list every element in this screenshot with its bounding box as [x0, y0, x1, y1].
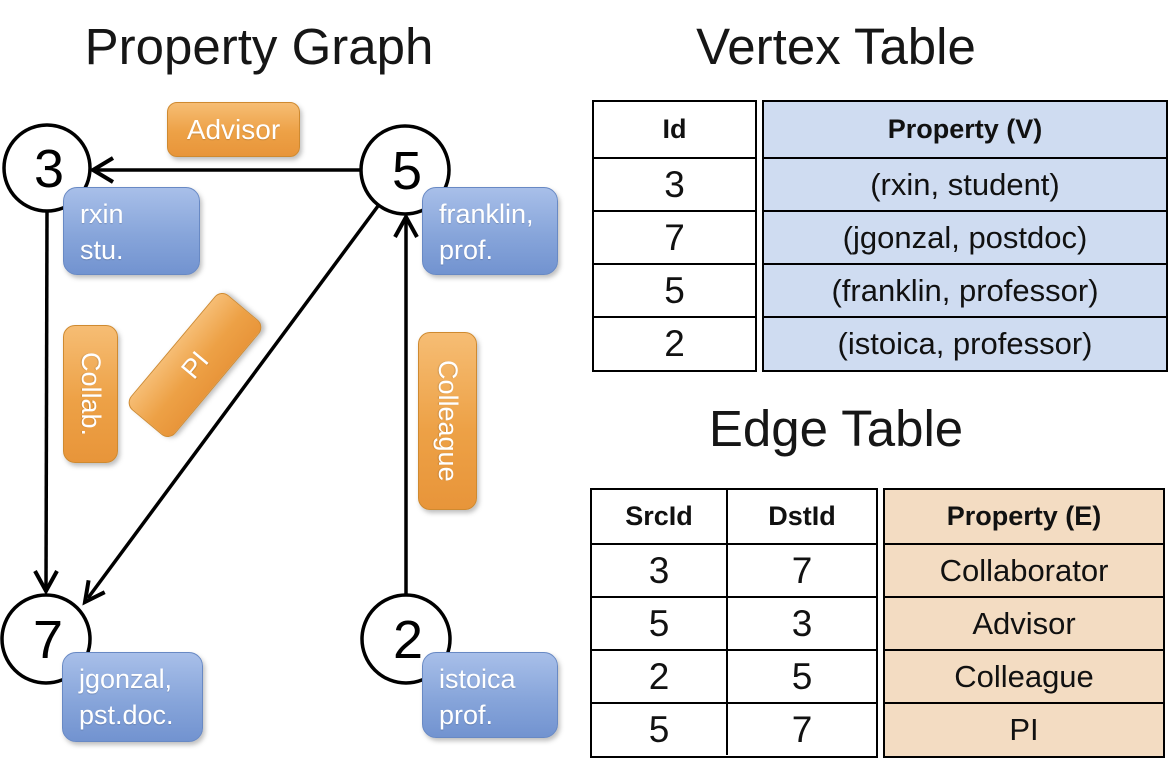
edge-table-cell-src: 2	[592, 649, 726, 702]
edge-table-cell-property: Collaborator	[885, 543, 1163, 596]
edge-table-cell-src: 5	[592, 596, 726, 649]
arrowhead-into-5-bottom	[393, 212, 419, 238]
vertex-label-line: istoica	[439, 664, 516, 694]
vertex-id-5: 5	[392, 141, 422, 201]
vertex-label-line: rxin	[80, 199, 124, 229]
vertex-table-id-column: Id 3 7 5 2	[592, 100, 757, 372]
edge-label-collab: Collab.	[63, 325, 118, 463]
vertex-table-cell-property: (rxin, student)	[764, 157, 1166, 210]
vertex-table-cell-property: (istoica, professor)	[764, 316, 1166, 369]
edge-label-colleague: Colleague	[418, 332, 477, 510]
edge-table-cell-property: PI	[885, 702, 1163, 755]
edge-label-advisor: Advisor	[167, 102, 300, 157]
edge-table-header-src: SrcId	[625, 501, 693, 531]
vertex-table-header-property: Property (V)	[764, 102, 1166, 157]
vertex-table-property-column: Property (V) (rxin, student) (jgonzal, p…	[762, 100, 1168, 372]
vertex-label-jgonzal: jgonzal, pst.doc.	[62, 652, 203, 742]
edge-table-title: Edge Table	[708, 400, 964, 457]
vertex-table-header-id: Id	[662, 114, 687, 144]
vertex-table-cell-id: 5	[594, 263, 755, 316]
vertex-label-line: prof.	[439, 699, 494, 730]
edge-table-cell-property: Colleague	[885, 649, 1163, 702]
edge-table-cell-src: 3	[592, 543, 726, 596]
vertex-id-7: 7	[33, 610, 63, 670]
property-graph-title: Property Graph	[84, 18, 434, 75]
edge-table-property-column: Property (E) Collaborator Advisor Collea…	[883, 488, 1165, 758]
vertex-label-istoica: istoica prof.	[422, 652, 558, 738]
vertex-table-cell-id: 3	[594, 157, 755, 210]
vertex-id-2: 2	[393, 610, 423, 670]
vertex-table-cell-property: (franklin, professor)	[764, 263, 1166, 316]
arrowhead-into-7-top	[33, 570, 59, 596]
vertex-label-franklin: franklin, prof.	[422, 187, 558, 275]
edge-3-7	[44, 210, 49, 589]
edge-table-cell-property: Advisor	[885, 596, 1163, 649]
vertex-label-line: prof.	[439, 234, 494, 265]
edge-table-header-dst: DstId	[726, 490, 876, 543]
arrowhead-into-3	[89, 156, 115, 184]
vertex-table-title: Vertex Table	[696, 18, 976, 75]
edge-table-id-columns: SrcId DstId 3 7 5 3 2 5 5 7	[590, 488, 878, 758]
vertex-table-cell-id: 7	[594, 210, 755, 263]
vertex-label-line: pst.doc.	[79, 699, 174, 730]
edge-table-cell-dst: 7	[726, 702, 876, 755]
edge-table-cell-src: 5	[592, 702, 726, 755]
edge-5-7	[86, 204, 380, 600]
edge-table-cell-dst: 7	[726, 543, 876, 596]
arrowhead-into-7-diag	[82, 579, 106, 606]
edge-table-header-property: Property (E)	[885, 490, 1163, 543]
vertex-label-line: jgonzal,	[79, 664, 173, 694]
vertex-table-cell-id: 2	[594, 316, 755, 369]
vertex-label-line: stu.	[80, 234, 124, 265]
vertex-label-line: franklin,	[439, 199, 534, 229]
edge-table-cell-dst: 5	[726, 649, 876, 702]
vertex-table-cell-property: (jgonzal, postdoc)	[764, 210, 1166, 263]
vertex-id-3: 3	[34, 139, 64, 199]
edge-table-cell-dst: 3	[726, 596, 876, 649]
vertex-label-rxin: rxin stu.	[63, 187, 200, 275]
